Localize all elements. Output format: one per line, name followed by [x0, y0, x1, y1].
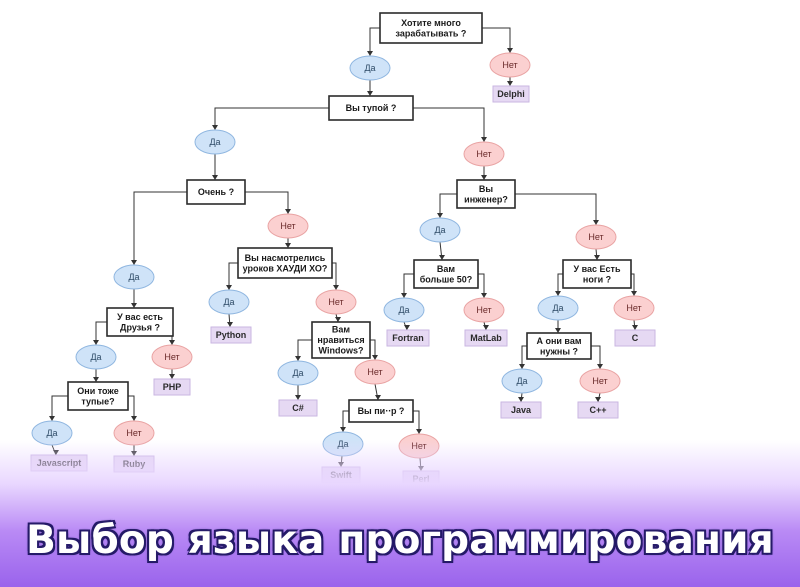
no-node: Нет — [463, 141, 505, 167]
question-q8: Вы пи‧‧р ? — [348, 399, 414, 423]
question-text: А они вам — [536, 336, 581, 346]
question-text: тупые? — [81, 396, 114, 406]
no-node: Нет — [354, 359, 396, 385]
yes-node: Да — [208, 289, 250, 315]
svg-text:Нет: Нет — [328, 297, 343, 307]
question-text: Они тоже — [77, 386, 118, 396]
svg-text:Python: Python — [216, 330, 247, 340]
svg-text:C#: C# — [292, 403, 304, 413]
yes-node: Да — [349, 55, 391, 81]
svg-text:Да: Да — [90, 352, 101, 362]
language-csharp: C# — [278, 399, 318, 417]
svg-text:Да: Да — [46, 428, 57, 438]
question-text: больше 50? — [420, 274, 473, 284]
svg-text:Нет: Нет — [592, 376, 607, 386]
question-text: нравиться — [317, 335, 364, 345]
question-text: У вас есть — [117, 312, 163, 322]
language-c: C — [614, 329, 656, 347]
no-node: Нет — [613, 295, 655, 321]
question-text: Друзья ? — [120, 322, 160, 332]
svg-text:Да: Да — [364, 63, 375, 73]
no-node: Нет — [315, 289, 357, 315]
question-q3: Очень ? — [186, 179, 246, 205]
question-text: Вам — [332, 325, 351, 335]
question-text: Очень ? — [198, 187, 234, 197]
connectors — [49, 27, 638, 472]
question-text: Хотите много — [401, 18, 461, 28]
language-php: PHP — [153, 378, 191, 396]
language-cpp: C++ — [577, 401, 619, 419]
svg-text:Да: Да — [292, 368, 303, 378]
svg-text:Да: Да — [128, 272, 139, 282]
svg-text:Нет: Нет — [502, 60, 517, 70]
svg-text:Да: Да — [552, 303, 563, 313]
question-q2: Вы тупой ? — [328, 95, 414, 121]
question-text: уроков ХАУДИ ХО? — [243, 263, 328, 273]
yes-node: Да — [277, 360, 319, 386]
language-delphi: Delphi — [492, 85, 530, 103]
svg-text:Java: Java — [511, 405, 532, 415]
svg-text:Delphi: Delphi — [497, 89, 525, 99]
svg-text:Нет: Нет — [588, 232, 603, 242]
svg-text:Нет: Нет — [476, 305, 491, 315]
svg-text:MatLab: MatLab — [470, 333, 502, 343]
svg-text:C++: C++ — [589, 405, 606, 415]
question-text: инженер? — [464, 194, 508, 204]
no-node: Нет — [579, 368, 621, 394]
svg-text:Нет: Нет — [476, 149, 491, 159]
question-text: Вы насмотрелись — [245, 253, 326, 263]
svg-text:Да: Да — [223, 297, 234, 307]
question-text: Windows? — [319, 346, 364, 356]
yes-node: Да — [194, 129, 236, 155]
yes-node: Да — [501, 368, 543, 394]
language-java: Java — [500, 401, 542, 419]
language-matlab: MatLab — [464, 329, 508, 347]
svg-text:Нет: Нет — [367, 367, 382, 377]
question-text: нужны ? — [540, 346, 578, 356]
question-text: У вас Есть — [574, 264, 621, 274]
question-text: Вам — [437, 264, 456, 274]
question-text: Вы — [479, 184, 493, 194]
yes-node: Да — [113, 264, 155, 290]
svg-text:PHP: PHP — [163, 382, 182, 392]
language-python: Python — [210, 326, 252, 344]
svg-text:Да: Да — [434, 225, 445, 235]
svg-text:Нет: Нет — [126, 428, 141, 438]
no-node: Нет — [575, 224, 617, 250]
yes-node: Да — [75, 344, 117, 370]
svg-text:Да: Да — [209, 137, 220, 147]
svg-text:Да: Да — [516, 376, 527, 386]
svg-text:Нет: Нет — [280, 221, 295, 231]
no-node: Нет — [267, 213, 309, 239]
question-text: Вы пи‧‧р ? — [358, 406, 405, 416]
yes-node: Да — [383, 297, 425, 323]
no-node: Нет — [151, 344, 193, 370]
question-text: Вы тупой ? — [346, 103, 397, 113]
no-node: Нет — [463, 297, 505, 323]
banner-background — [0, 440, 800, 587]
svg-text:Нет: Нет — [164, 352, 179, 362]
banner-title: Выбор языка программирования — [26, 518, 774, 563]
yes-node: Да — [419, 217, 461, 243]
no-node: Нет — [489, 52, 531, 78]
svg-text:Fortran: Fortran — [392, 333, 424, 343]
question-text: ноги ? — [583, 274, 611, 284]
question-text: зарабатывать ? — [396, 28, 467, 38]
language-fortran: Fortran — [386, 329, 430, 347]
yes-node: Да — [537, 295, 579, 321]
svg-text:Нет: Нет — [626, 303, 641, 313]
svg-text:Да: Да — [398, 305, 409, 315]
svg-text:C: C — [632, 333, 639, 343]
